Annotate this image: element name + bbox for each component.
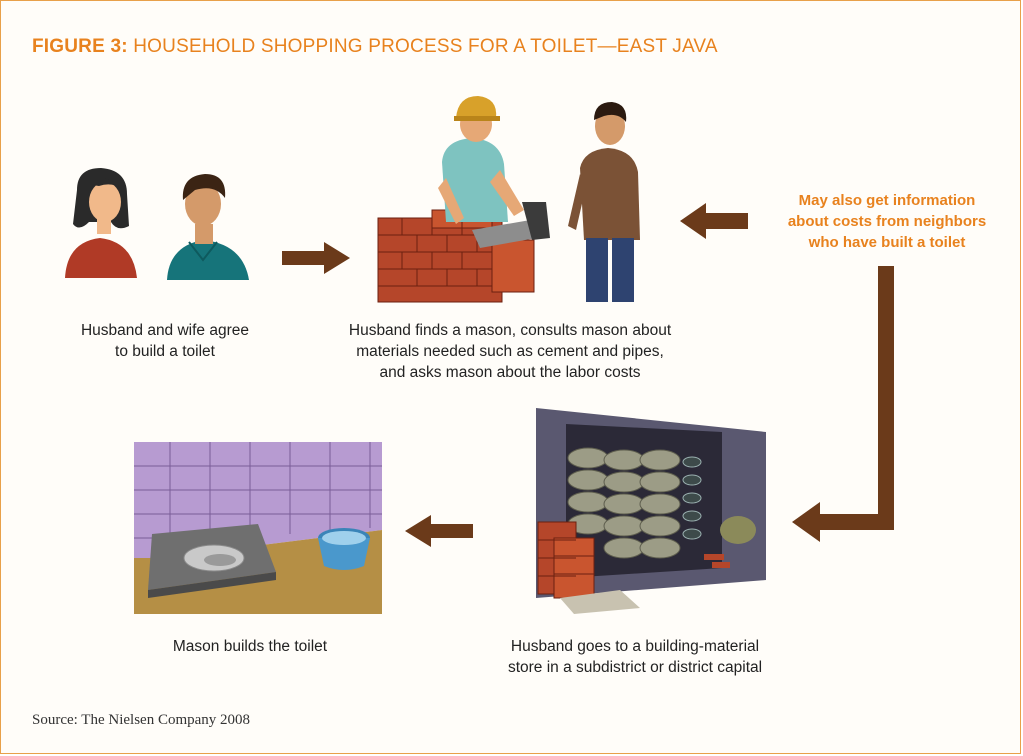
- couple-illustration: [65, 168, 249, 280]
- neighbors-note-line1: May also get information: [798, 192, 976, 209]
- step2-caption-line2: materials needed such as cement and pipe…: [356, 343, 664, 360]
- arrow-neighbors-to-step2: [680, 203, 748, 239]
- arrow-step1-to-step2: [282, 242, 350, 274]
- brick-wall: [377, 209, 503, 303]
- neighbors-note-line3: who have built a toilet: [808, 234, 966, 251]
- step3-caption-line1: Husband goes to a building-material: [510, 638, 760, 655]
- arrow-neighbors-to-step3: [792, 266, 894, 542]
- building-material-store-illustration: [536, 408, 766, 614]
- figure-label: FIGURE 3:: [32, 36, 128, 57]
- step2-caption: Husband finds a mason, consults mason ab…: [300, 320, 720, 383]
- step2-caption-line1: Husband finds a mason, consults mason ab…: [348, 322, 672, 339]
- neighbors-note-line2: about costs from neighbors: [787, 213, 987, 230]
- step1-caption-line1: Husband and wife agree: [80, 322, 250, 339]
- step3-caption-line2: store in a subdistrict or district capit…: [507, 659, 763, 676]
- step1-caption-line2: to build a toilet: [115, 343, 215, 360]
- step4-caption: Mason builds the toilet: [120, 636, 380, 657]
- arrow-step3-to-step4: [405, 515, 473, 547]
- figure-title-text: HOUSEHOLD SHOPPING PROCESS FOR A TOILET—…: [133, 36, 718, 57]
- source-note: Source: The Nielsen Company 2008: [32, 712, 251, 728]
- neighbors-note: May also get information about costs fro…: [756, 190, 1018, 253]
- mason-consultation-illustration: [377, 96, 640, 303]
- step1-caption: Husband and wife agree to build a toilet: [40, 320, 290, 362]
- step2-caption-line3: and asks mason about the labor costs: [379, 364, 641, 381]
- figure-title: FIGURE 3: HOUSEHOLD SHOPPING PROCESS FOR…: [32, 36, 718, 58]
- step3-caption: Husband goes to a building-material stor…: [470, 636, 800, 678]
- toilet-illustration: [134, 442, 382, 614]
- step4-caption-line1: Mason builds the toilet: [172, 638, 328, 655]
